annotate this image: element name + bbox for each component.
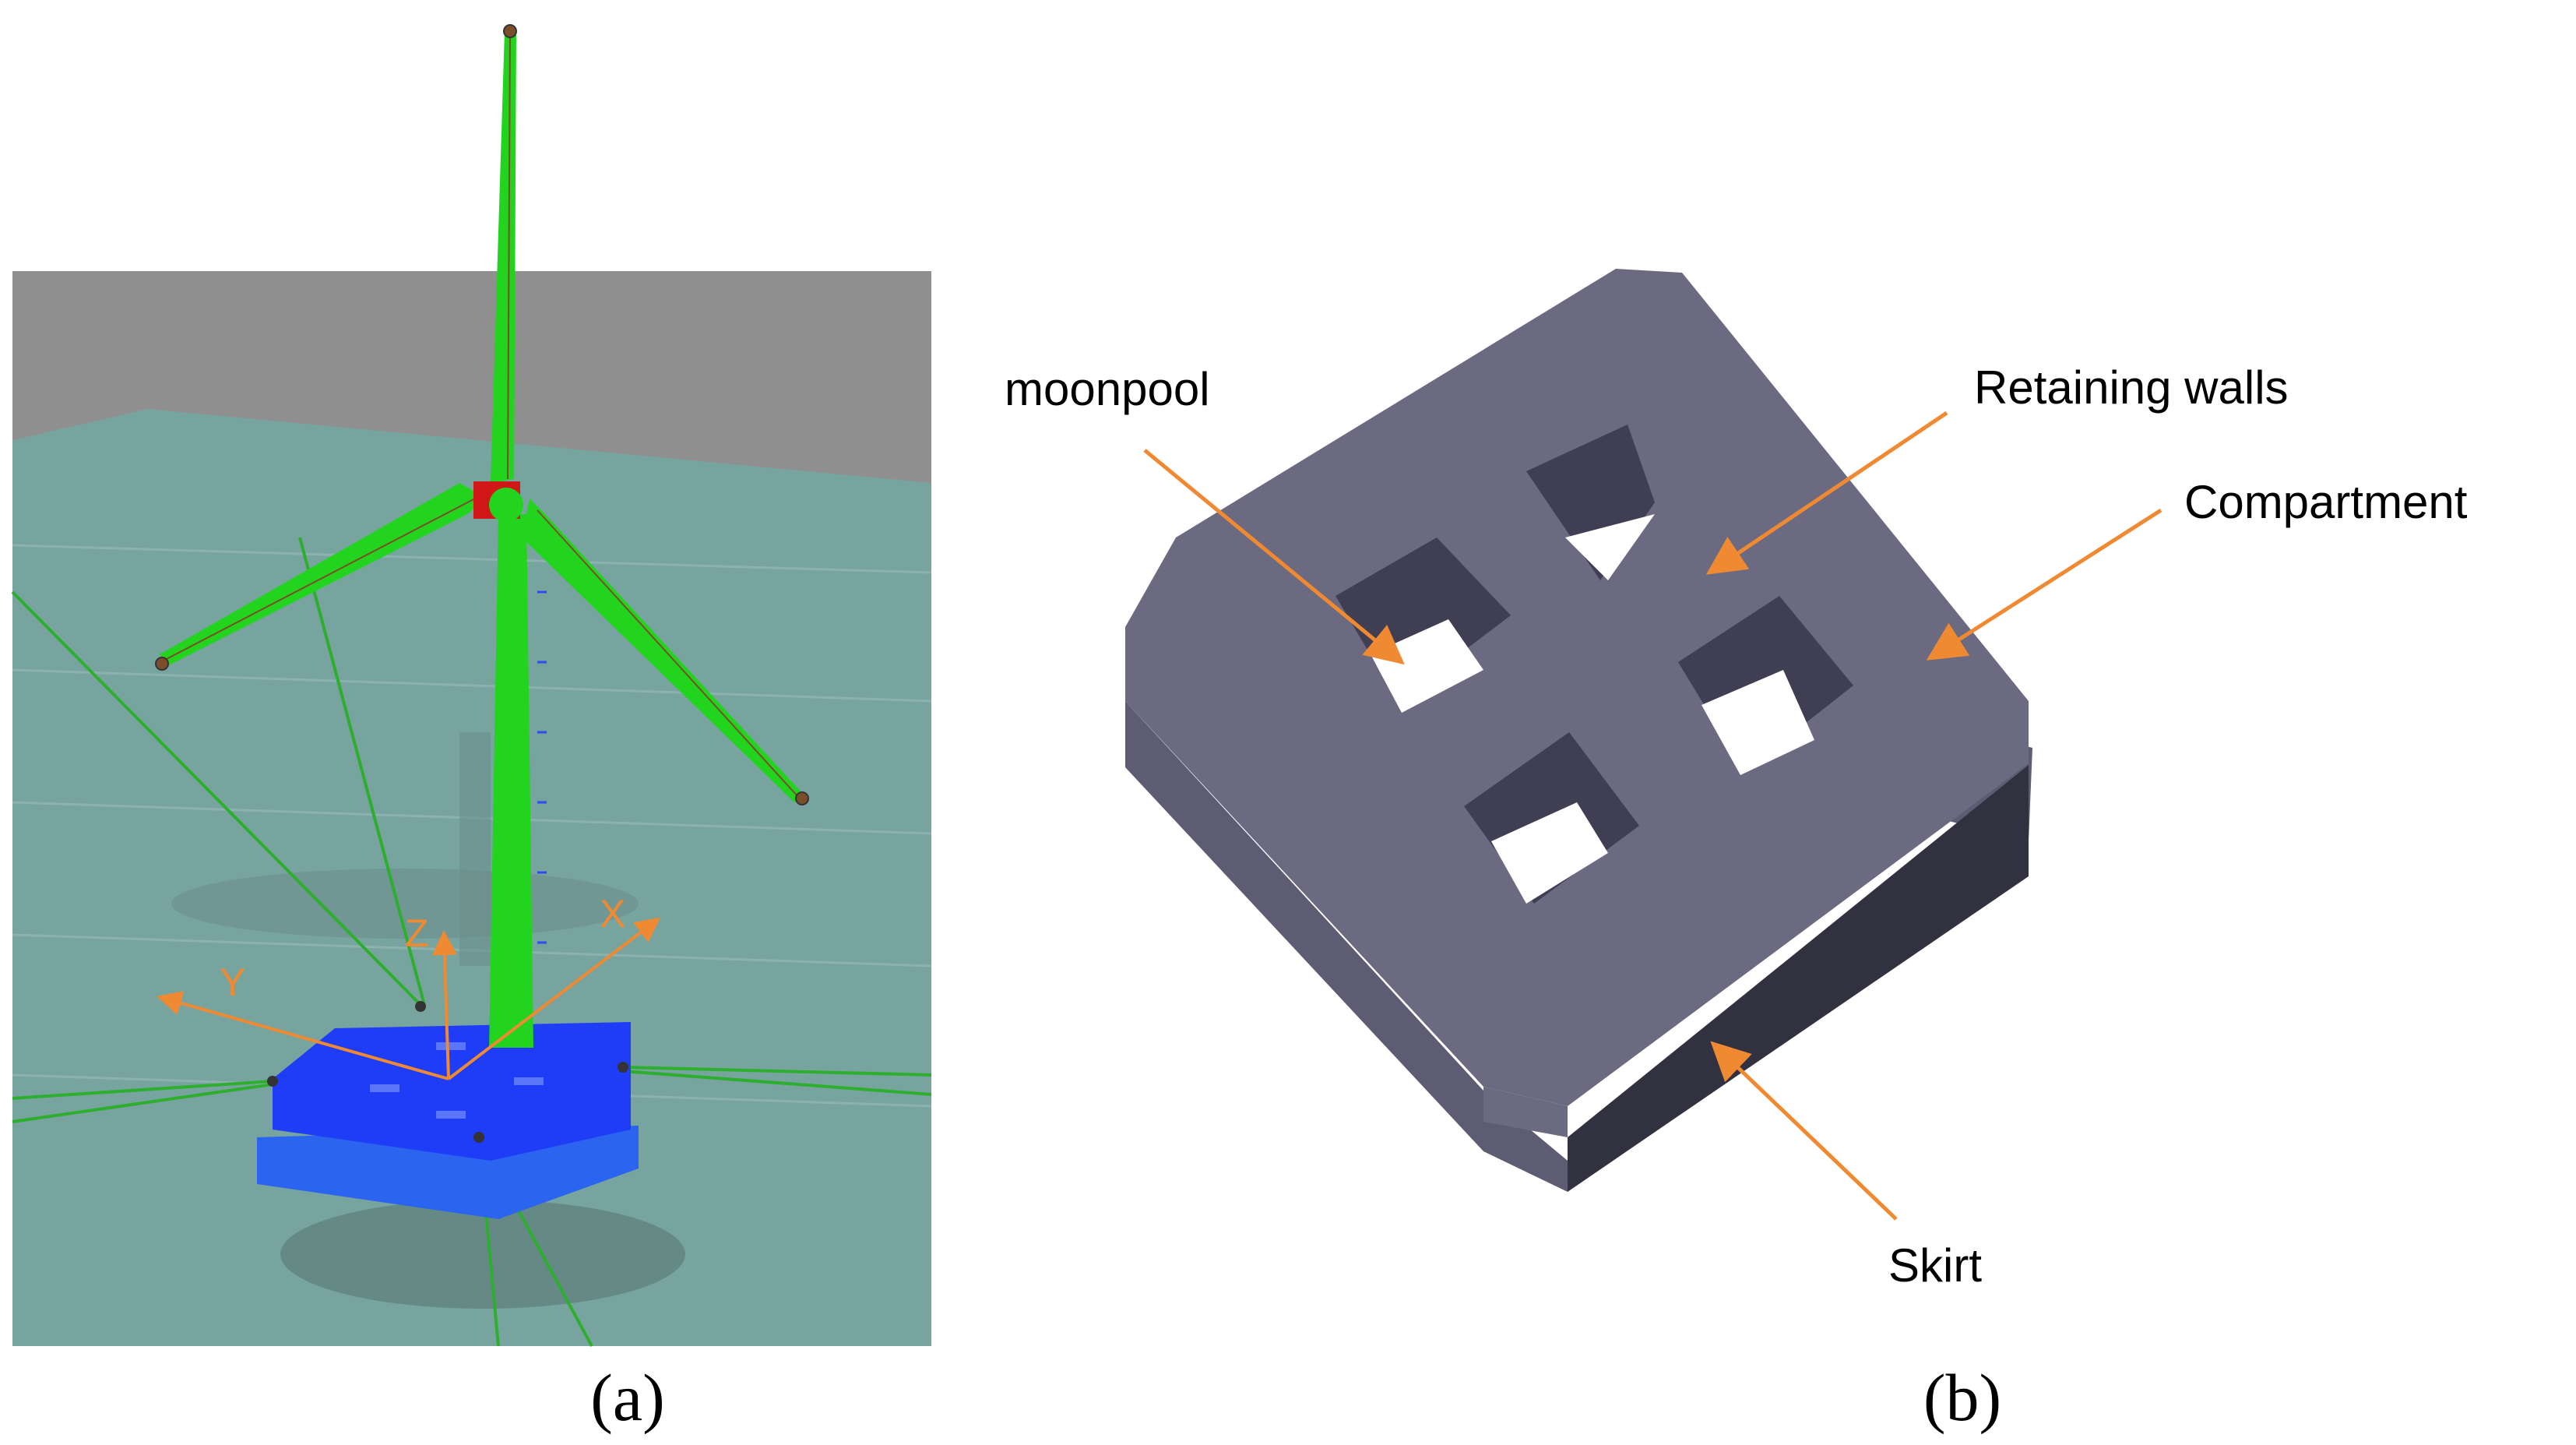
compartment-top <box>1125 269 2029 1106</box>
blade-tips <box>155 24 809 805</box>
panel-a-caption: (a) <box>590 1360 664 1435</box>
tower-ticks <box>537 590 547 944</box>
z-axis-arrow <box>431 930 457 1080</box>
moonpool-holes <box>1336 425 1853 904</box>
panel-b-foundation: moonpool Retaining walls Compartment Ski… <box>1005 269 2468 1435</box>
tower <box>489 514 533 1048</box>
compartment-arrow <box>1926 508 2163 661</box>
skirt-front-face <box>1568 765 2029 1192</box>
moonpool-arrow <box>1143 449 1405 665</box>
panel-b-caption: (b) <box>1923 1360 2001 1435</box>
fairleads <box>267 1001 628 1143</box>
blade-right <box>522 499 802 802</box>
x-axis-label: X <box>600 892 625 936</box>
y-axis-label: Y <box>220 960 245 1004</box>
tower-shadow <box>459 732 491 966</box>
z-axis-label: Z <box>405 911 429 955</box>
blade-edge-lines <box>163 32 799 798</box>
y-axis-arrow <box>157 991 449 1080</box>
skirt-left-face <box>1125 701 1483 1151</box>
blade-up <box>491 31 516 483</box>
platform-moonpools <box>370 1042 544 1119</box>
x-axis-arrow <box>447 917 661 1080</box>
coordinate-axes <box>157 917 661 1080</box>
panel-a-simulation: Z Y X (a) <box>11 24 932 1435</box>
skirt-label: Skirt <box>1888 1239 1982 1292</box>
platform-shadow <box>280 1200 685 1309</box>
chamfer-corner <box>1483 1087 1568 1137</box>
platform-base <box>273 1022 631 1161</box>
hub <box>489 488 523 522</box>
retaining-walls-label: Retaining walls <box>1974 361 2289 414</box>
skirt-arrow <box>1710 1041 1898 1221</box>
annotation-arrows <box>1143 411 2163 1221</box>
moonpool-label: moonpool <box>1005 363 1210 415</box>
retaining-walls-arrow <box>1705 411 1948 575</box>
compartment-label: Compartment <box>2184 476 2468 528</box>
